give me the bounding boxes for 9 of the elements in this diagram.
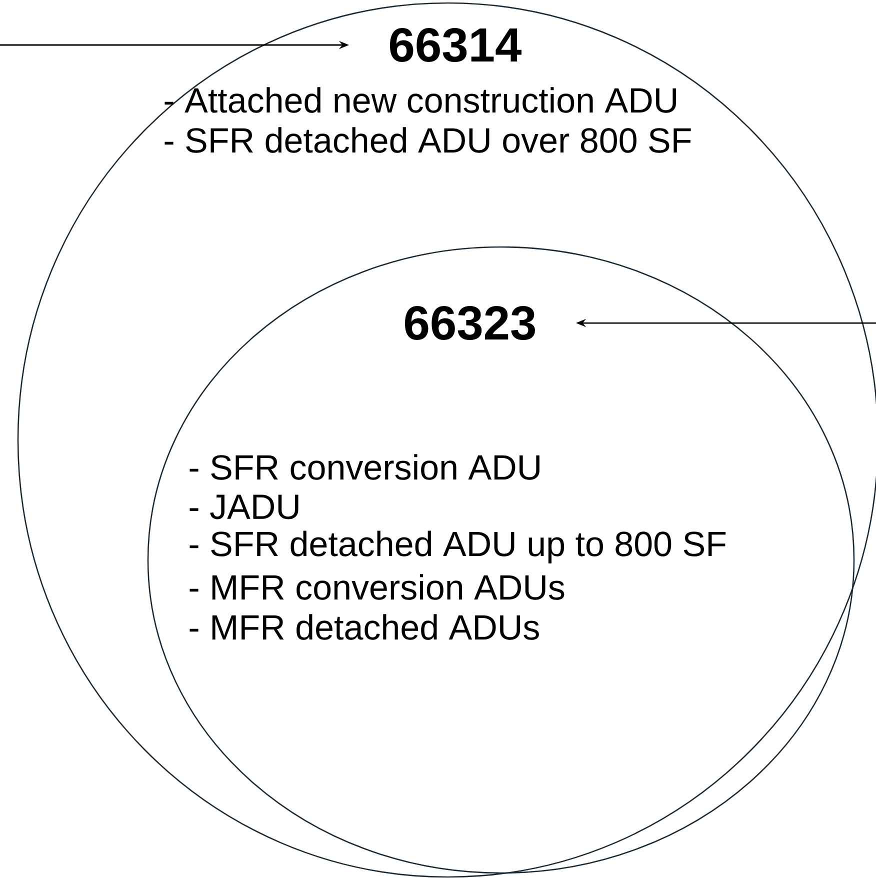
- bullet-item: - SFR detached ADU over 800 SF: [164, 127, 691, 153]
- heading: 66323: [405, 306, 535, 340]
- heading: 66314: [390, 28, 522, 62]
- bullet-item: - Attached new construction ADU: [164, 87, 676, 113]
- bullet-item: - SFR detached ADU up to 800 SF: [190, 530, 726, 564]
- bullet-item: - MFR conversion ADUs: [190, 574, 564, 600]
- bullet-item: - MFR detached ADUs: [190, 614, 539, 640]
- bullet-item: - SFR conversion ADU: [190, 454, 540, 480]
- bullet-item: - JADU: [190, 494, 298, 520]
